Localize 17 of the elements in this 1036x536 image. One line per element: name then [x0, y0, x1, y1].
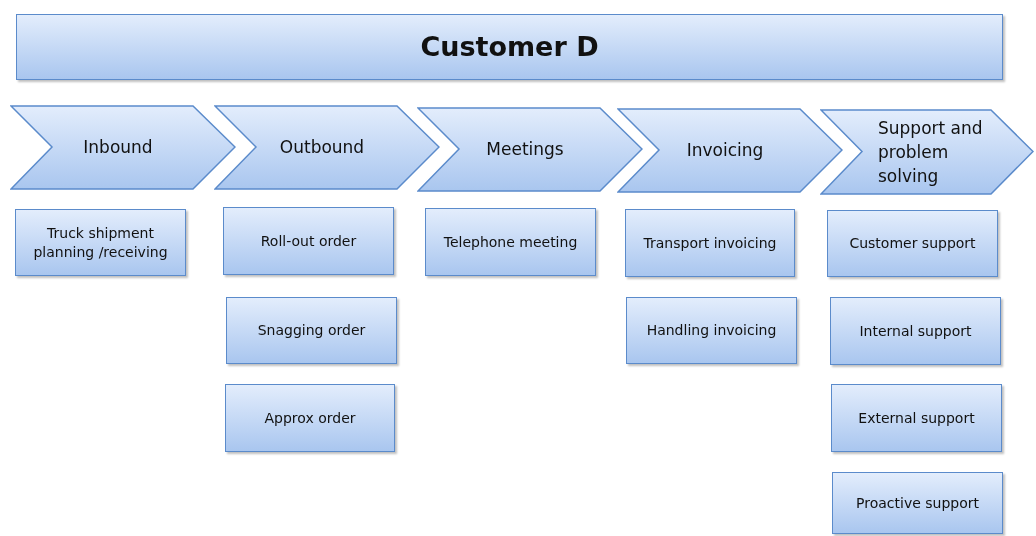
step-label: Support and problem solving — [878, 117, 984, 188]
task-box: Approx order — [225, 384, 395, 452]
step-label: Inbound — [82, 136, 154, 159]
task-box: Customer support — [827, 210, 998, 277]
task-box: Roll-out order — [223, 207, 394, 275]
step-label: Outbound — [278, 136, 366, 159]
task-box: Handling invoicing — [626, 297, 797, 364]
task-box: Internal support — [830, 297, 1001, 365]
title-banner: Customer D — [16, 14, 1003, 80]
task-box: Proactive support — [832, 472, 1003, 534]
step-label: Invoicing — [685, 139, 765, 162]
task-box: Telephone meeting — [425, 208, 596, 276]
task-box: External support — [831, 384, 1002, 452]
task-box: Truck shipment planning /receiving — [15, 209, 186, 276]
task-box: Snagging order — [226, 297, 397, 364]
task-box: Transport invoicing — [625, 209, 795, 277]
step-label: Meetings — [485, 138, 565, 161]
